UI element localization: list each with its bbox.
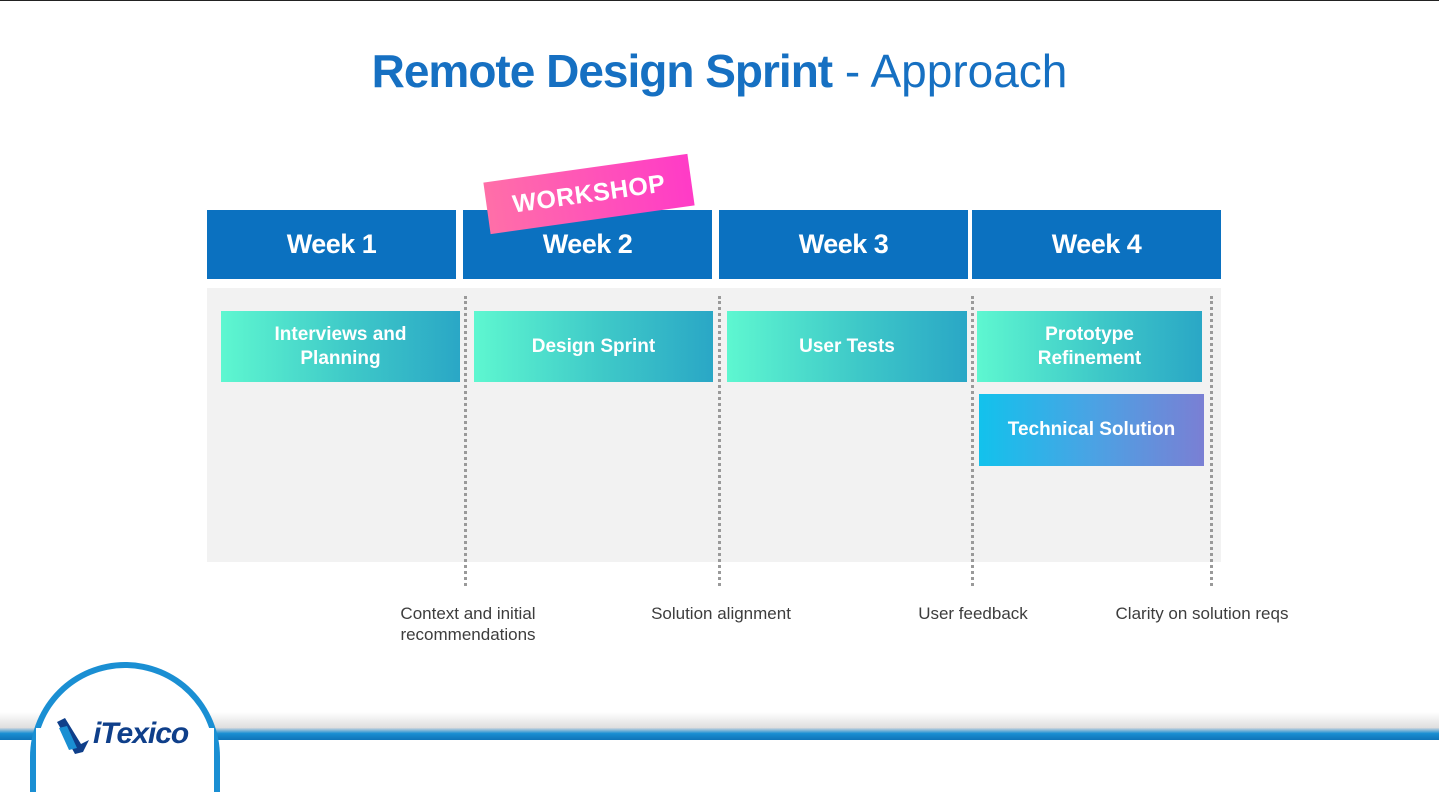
- activity-technical-solution: Technical Solution: [979, 394, 1204, 466]
- activity-label: Design Sprint: [531, 335, 656, 357]
- footer-shadow: [0, 712, 1439, 730]
- slide-title: Remote Design Sprint - Approach: [0, 44, 1439, 98]
- itexico-logo: iTexico: [55, 714, 189, 754]
- milestone-week-4: Clarity on solution reqs: [1115, 604, 1289, 623]
- week-3-header: Week 3: [719, 210, 968, 279]
- activity-interviews-planning: Interviews and Planning: [221, 311, 460, 382]
- activity-label: User Tests: [799, 335, 895, 357]
- milestone-week-2: Solution alignment: [651, 604, 791, 623]
- footer-line: [0, 728, 1439, 740]
- milestone-week-3: User feedback: [918, 604, 1028, 623]
- title-light: - Approach: [832, 45, 1068, 97]
- divider-week-4: [1210, 296, 1213, 586]
- divider-week-2: [718, 296, 721, 586]
- activity-prototype-refinement: Prototype Refinement: [977, 311, 1202, 382]
- activity-label: Technical Solution: [1007, 419, 1176, 440]
- activity-label: Interviews and Planning: [274, 323, 407, 369]
- milestone-week-1: Context and initial recommendations: [400, 604, 536, 644]
- activity-design-sprint: Design Sprint: [474, 311, 713, 382]
- top-border: [0, 0, 1439, 1]
- divider-week-3: [971, 296, 974, 586]
- activity-label: Prototype Refinement: [1037, 323, 1142, 369]
- divider-week-1: [464, 296, 467, 586]
- title-bold: Remote Design Sprint: [371, 45, 834, 97]
- logo-text: iTexico: [93, 717, 189, 750]
- week-1-header: Week 1: [207, 210, 456, 279]
- activity-user-tests: User Tests: [727, 311, 967, 382]
- itexico-logo-icon: [57, 718, 89, 754]
- week-4-header: Week 4: [972, 210, 1221, 279]
- week-2-header: Week 2: [463, 210, 712, 279]
